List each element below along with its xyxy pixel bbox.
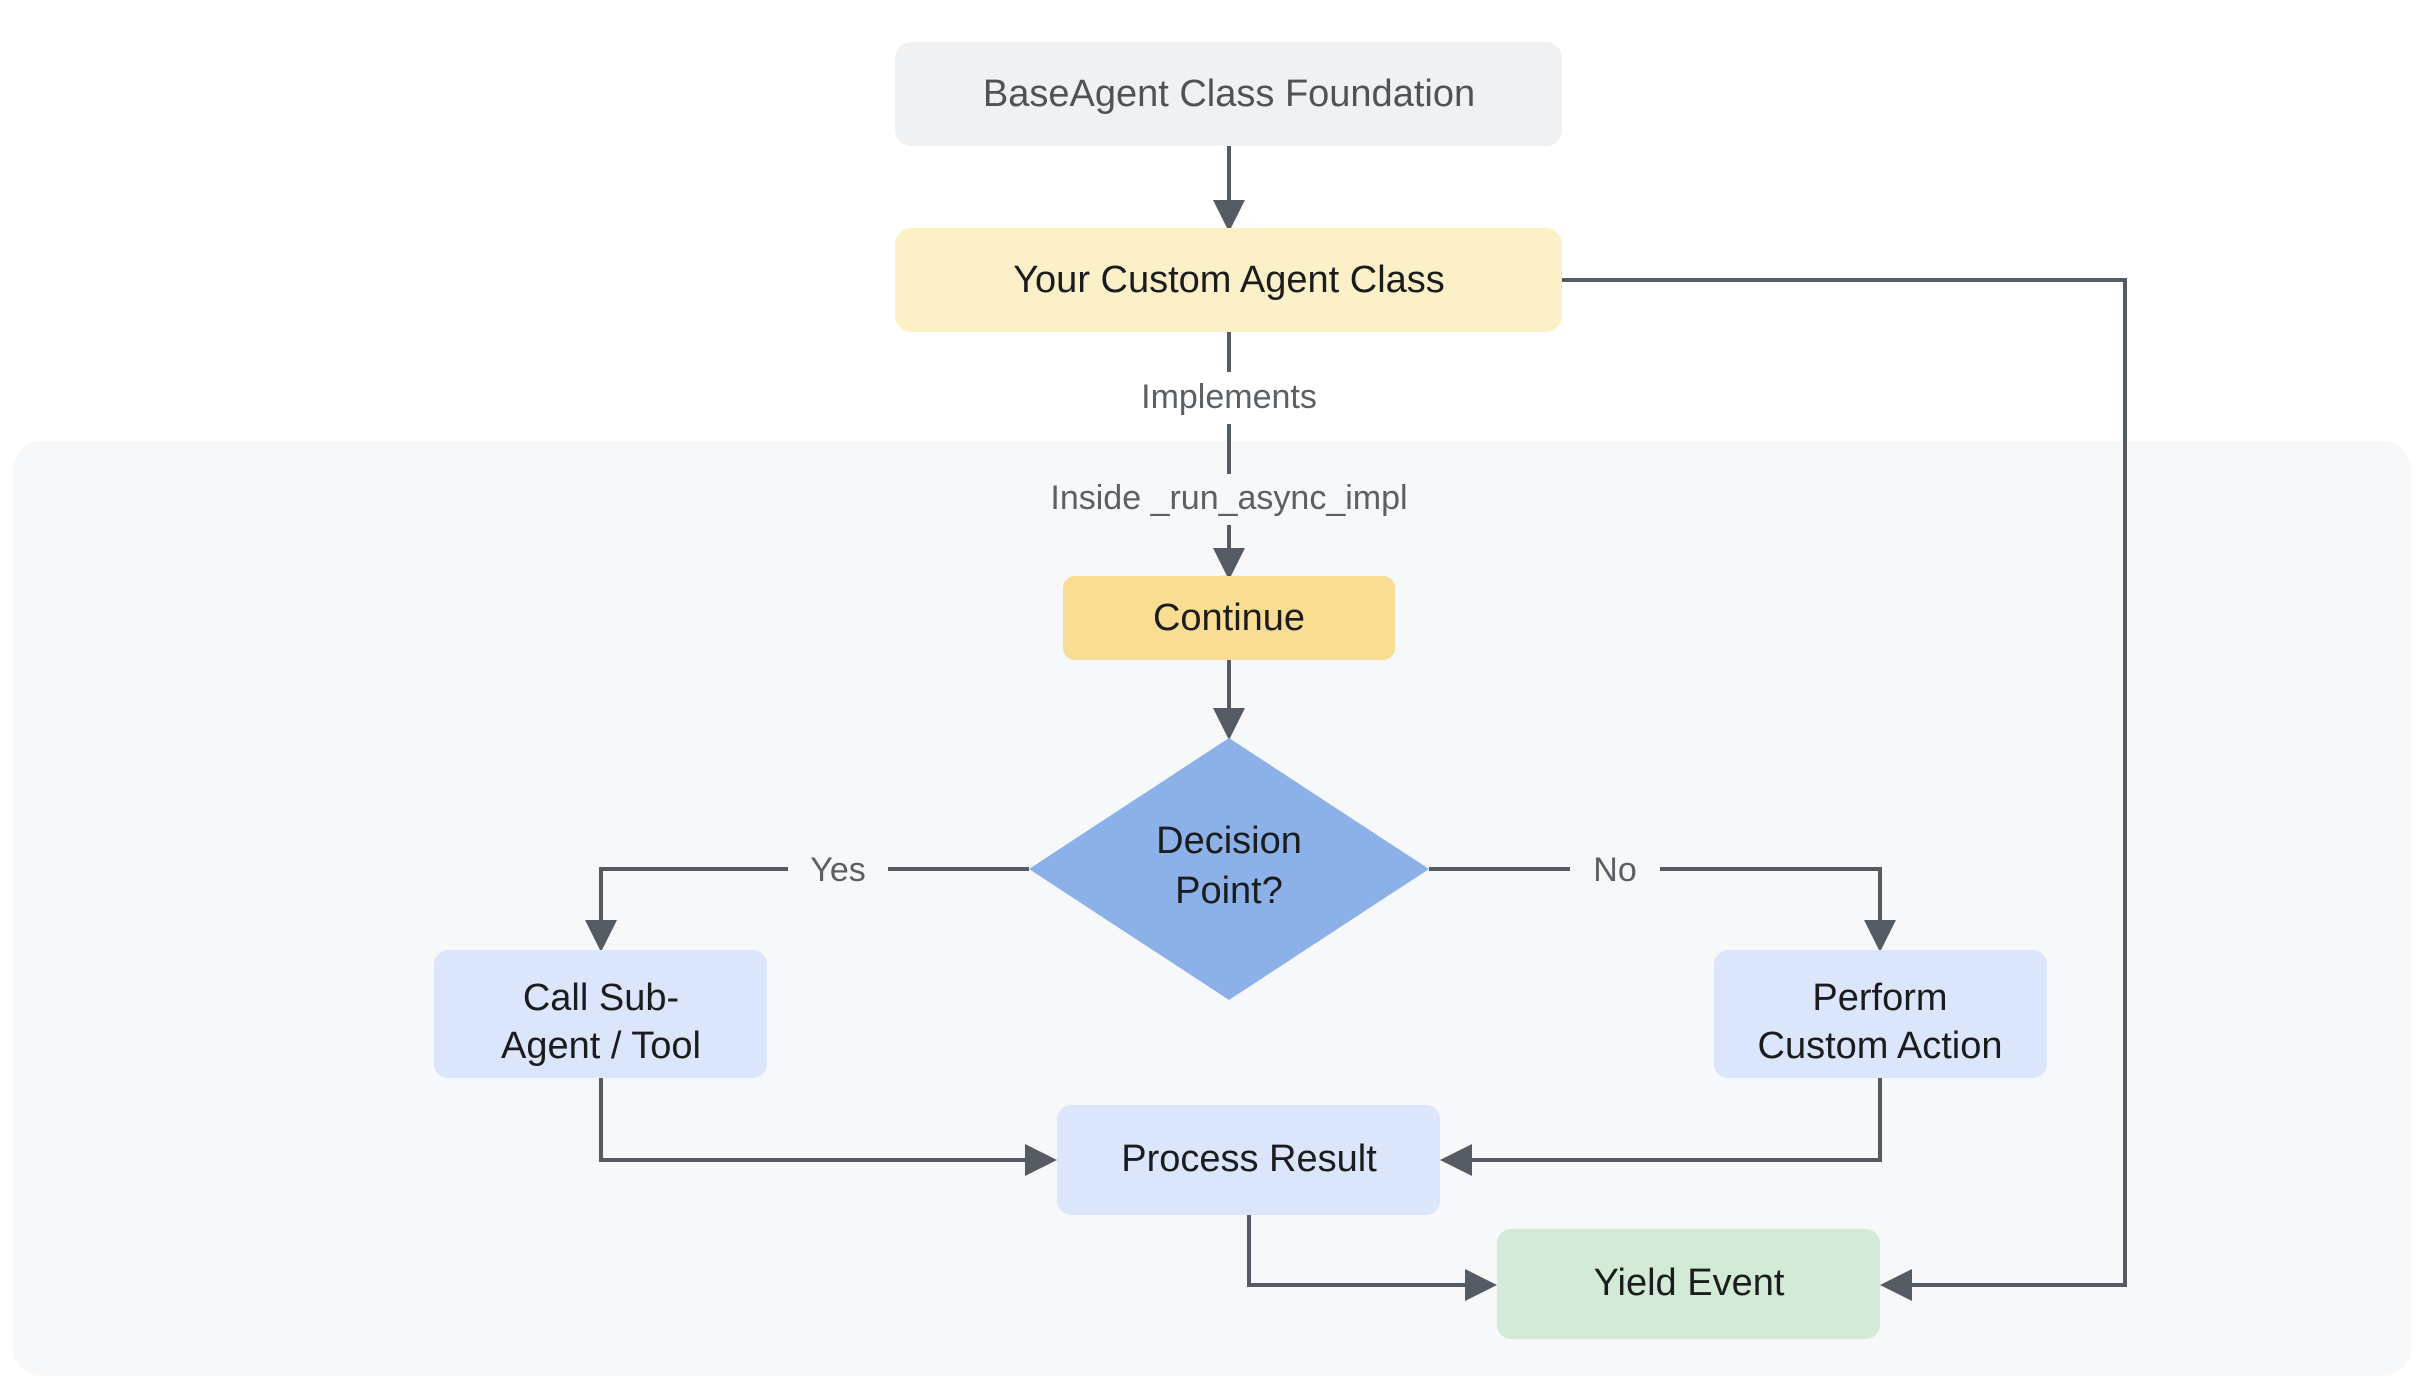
edge-base-agent-to-custom-agent (1213, 146, 1245, 232)
edge-perform-custom-action-to-process-result (1440, 1078, 1882, 1176)
edge-decision-no-to-perform-custom-action (1429, 867, 1896, 952)
node-call-sub-agent-shape[interactable] (434, 950, 767, 1078)
node-decision-label-line1: Decision (1156, 820, 1302, 862)
node-continue-shape[interactable] (1063, 576, 1395, 660)
node-continue-label: Continue (1153, 597, 1305, 639)
edge-label-no: No (1593, 851, 1636, 889)
edge-label-layer: Implements Inside _run_async_impl Yes No (810, 378, 1636, 889)
node-base-agent-label: BaseAgent Class Foundation (983, 73, 1475, 115)
edge-process-result-to-yield-event (1247, 1215, 1497, 1301)
node-perform-custom-action[interactable]: Perform Custom Action (1714, 950, 2047, 1078)
node-yield-event-label: Yield Event (1594, 1262, 1785, 1304)
node-perform-custom-action-label-line2: Custom Action (1758, 1025, 2003, 1067)
node-continue[interactable]: Continue (1063, 576, 1395, 660)
node-your-custom-agent-class[interactable]: Your Custom Agent Class (895, 228, 1562, 332)
node-perform-custom-action-shape[interactable] (1714, 950, 2047, 1078)
edge-custom-agent-to-yield-event (1562, 278, 2127, 1301)
node-process-result-label: Process Result (1121, 1138, 1377, 1180)
node-decision-shape[interactable] (1029, 738, 1429, 1000)
node-decision-label-line2: Point? (1175, 870, 1283, 912)
edge-call-sub-agent-to-process-result (599, 1078, 1057, 1176)
node-yield-event[interactable]: Yield Event (1497, 1229, 1880, 1339)
edge-decision-yes-to-call-sub-agent (585, 867, 1029, 952)
node-process-result[interactable]: Process Result (1057, 1105, 1440, 1215)
node-base-agent-class-foundation[interactable]: BaseAgent Class Foundation (895, 42, 1562, 146)
node-custom-agent-shape[interactable] (895, 228, 1562, 332)
node-decision-point[interactable]: Decision Point? (1029, 738, 1429, 1000)
node-base-agent-shape[interactable] (895, 42, 1562, 146)
edge-label-yes: Yes (810, 851, 865, 889)
edge-label-inside-run-async-impl: Inside _run_async_impl (1050, 479, 1407, 517)
node-call-sub-agent-label-line1: Call Sub- (523, 977, 679, 1019)
node-custom-agent-label: Your Custom Agent Class (1013, 259, 1445, 301)
node-process-result-shape[interactable] (1057, 1105, 1440, 1215)
node-perform-custom-action-label-line1: Perform (1812, 977, 1947, 1019)
node-yield-event-shape[interactable] (1497, 1229, 1880, 1339)
node-call-sub-agent-tool[interactable]: Call Sub- Agent / Tool (434, 950, 767, 1078)
edge-continue-to-decision (1213, 660, 1245, 740)
edge-layer (585, 146, 2127, 1301)
edge-custom-agent-to-continue (1213, 332, 1245, 580)
edge-label-implements: Implements (1141, 378, 1317, 416)
node-call-sub-agent-label-line2: Agent / Tool (501, 1025, 701, 1067)
